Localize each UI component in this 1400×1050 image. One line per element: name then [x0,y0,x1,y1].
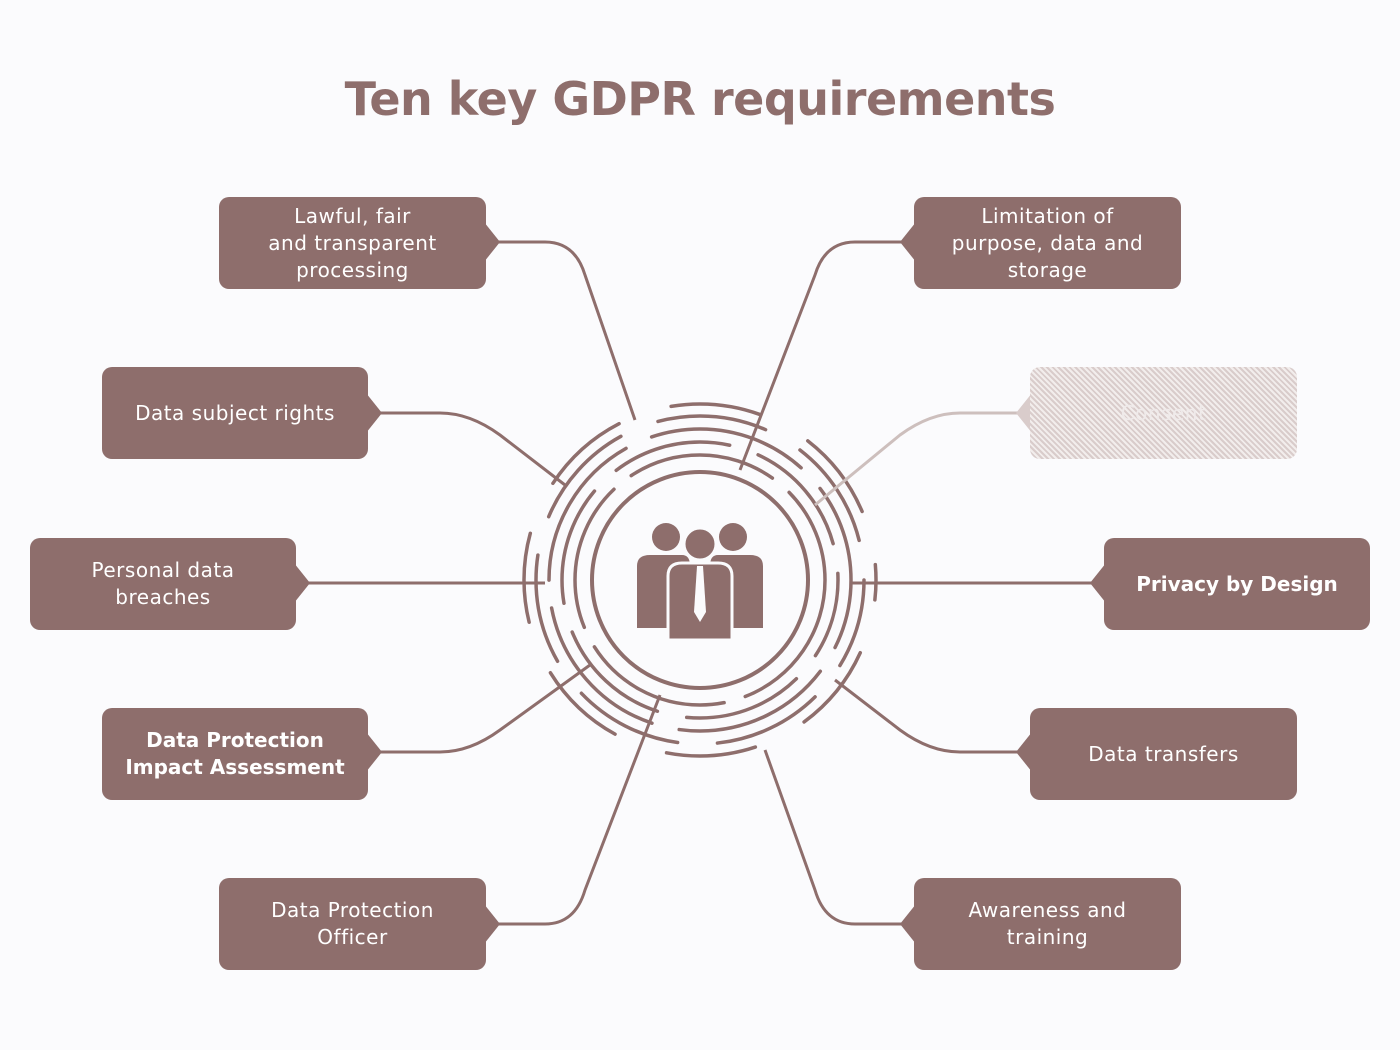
requirement-lawful-processing: Lawful, fair and transparent processing [219,197,486,289]
diagram-title: Ten key GDPR requirements [344,72,1056,126]
connector-awareness [763,749,914,926]
connector-consent [814,411,1030,507]
requirement-dpia: Data Protection Impact Assessment [102,708,368,800]
requirement-limitation: Limitation of purpose, data and storage [914,197,1181,289]
requirement-awareness-training: Awareness and training [914,878,1181,970]
connector-dpia [368,663,591,754]
requirement-dpo: Data Protection Officer [219,878,486,970]
concentric-rings [522,402,878,758]
box-pointers [294,222,1106,944]
connector-transfers [834,678,1030,754]
requirement-personal-data-breaches: Personal data breaches [30,538,296,630]
requirement-consent: Consent [1030,367,1297,459]
requirement-data-transfers: Data transfers [1030,708,1297,800]
connector-subject-rights [368,411,566,487]
connector-dpo [486,694,662,926]
people-group-icon [637,523,763,642]
requirement-privacy-by-design: Privacy by Design [1104,538,1370,630]
connector-limitation [738,240,914,471]
connector-lines [296,240,1104,926]
connector-lawful [486,240,637,421]
requirement-data-subject-rights: Data subject rights [102,367,368,459]
